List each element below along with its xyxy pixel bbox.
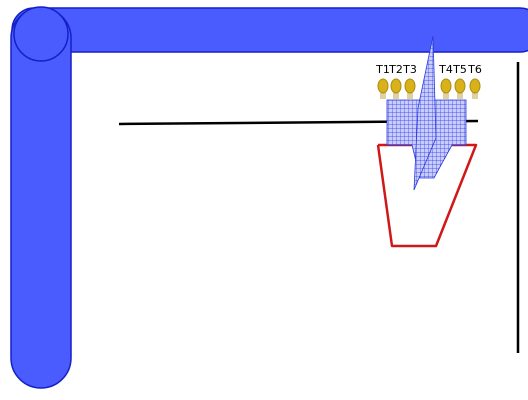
sensor-bulb-t6 [469,78,481,94]
frame-top-bar [11,7,528,53]
frame-corner-joint [13,6,69,62]
sensor-label-t1: T1 [375,63,390,76]
sensor-label-t3: T3 [402,63,417,76]
grid-spike [413,35,437,191]
sensor-bulb-t2 [390,78,402,94]
sensor-label-t5: T5 [452,63,467,76]
sensor-bulb-t1 [377,78,389,94]
sensor-label-t4: T4 [438,63,453,76]
sensor-bulb-t5 [454,78,466,94]
sensor-bulb-t4 [440,78,452,94]
sensor-label-t6: T6 [467,63,482,76]
sensor-label-t2: T2 [388,63,403,76]
frame-left-post [10,7,72,389]
sensor-bulb-t3 [404,78,416,94]
